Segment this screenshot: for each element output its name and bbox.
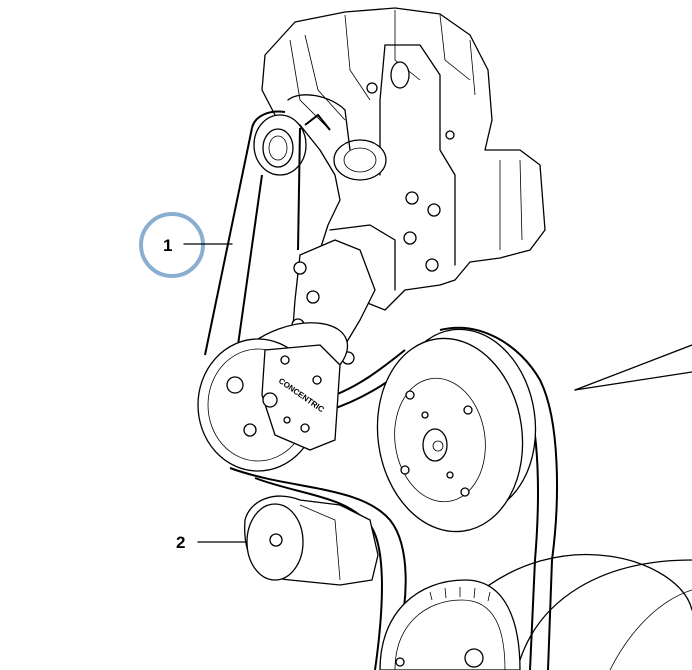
bottom-pulley	[379, 579, 521, 670]
leader-lines-right	[574, 344, 692, 391]
tensioner-pulley: CONCENTRIC	[197, 322, 349, 472]
callout-2[interactable]: 2	[176, 533, 247, 552]
callout-1-label: 1	[163, 236, 172, 255]
top-idler-pulley	[253, 114, 307, 176]
callout-2-label: 2	[176, 533, 185, 552]
alternator-housing	[261, 7, 546, 311]
callout-1-circle	[139, 212, 205, 278]
crank-pulley	[469, 553, 692, 670]
callout-1[interactable]: 1	[139, 212, 233, 278]
water-pump-pulley	[376, 328, 537, 533]
lower-idler	[244, 495, 379, 586]
